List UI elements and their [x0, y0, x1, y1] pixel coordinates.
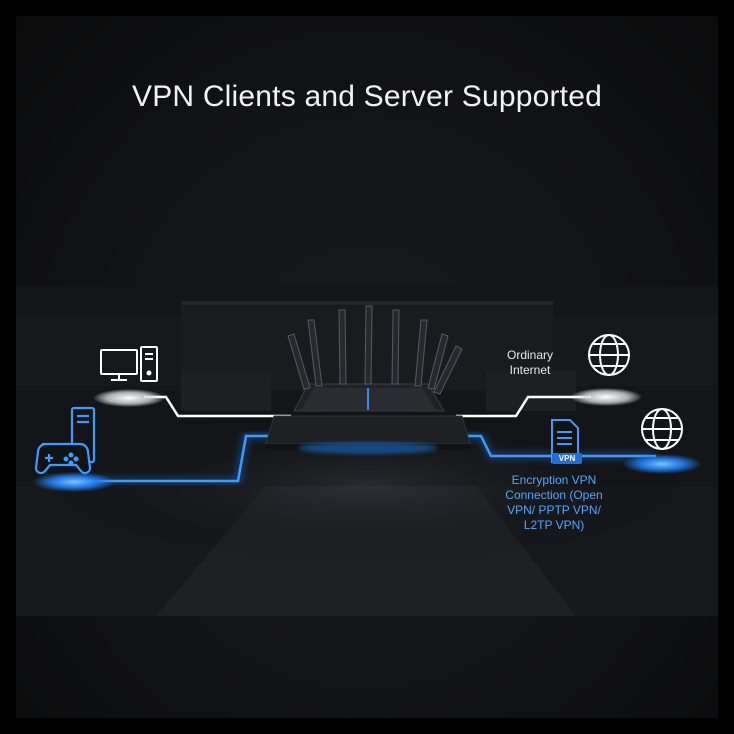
- router-icon: [265, 305, 471, 454]
- product-banner: VPN Clients and Server Supported Ordinar…: [16, 16, 718, 718]
- vpn-badge: VPN: [552, 453, 582, 464]
- floor: [16, 406, 718, 616]
- desktop-glow-pad: [93, 389, 165, 407]
- console-glow-pad: [32, 472, 116, 492]
- globe-icon-vpn: [641, 408, 683, 450]
- vpn-connection-label: Encryption VPN Connection (Open VPN/ PPT…: [505, 473, 603, 532]
- network-diagram: [16, 286, 718, 616]
- globe-glow-pad-ordinary: [570, 388, 642, 406]
- desktop-computer-icon: [100, 346, 158, 382]
- globe-icon: [588, 334, 630, 376]
- vpn-server-icon: [551, 419, 579, 463]
- page-title: VPN Clients and Server Supported: [132, 80, 602, 113]
- ordinary-internet-label: Ordinary Internet: [506, 348, 553, 377]
- game-console-icon: [34, 406, 96, 475]
- globe-glow-pad-vpn: [622, 454, 702, 474]
